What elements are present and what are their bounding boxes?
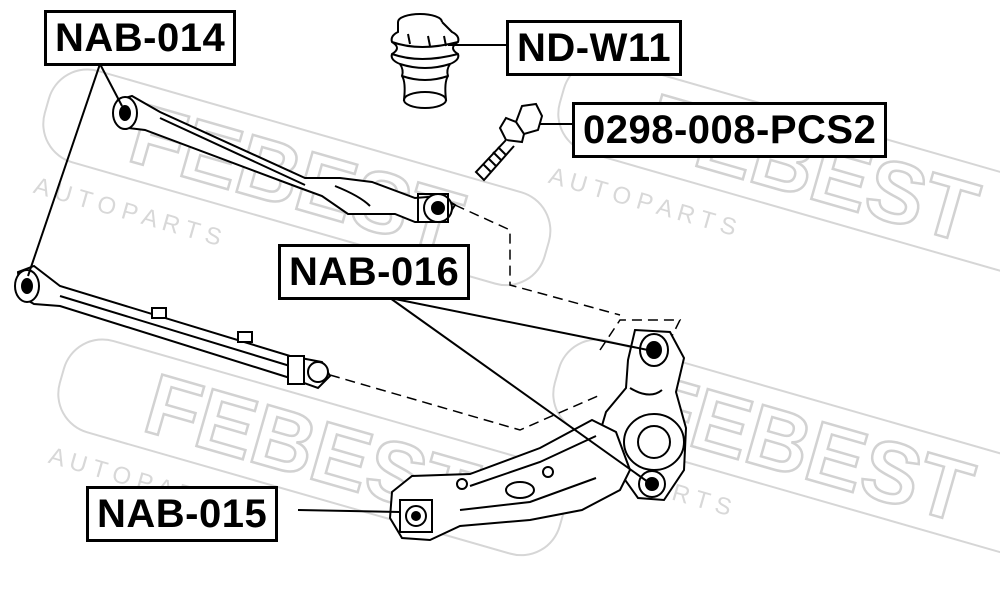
label-nab-016: NAB-016 bbox=[278, 244, 471, 300]
leader-nab014-upper bbox=[99, 63, 123, 107]
label-0298-008-pcs2: 0298-008-PCS2 bbox=[572, 102, 888, 158]
leader-nab015 bbox=[297, 509, 401, 513]
dashed-guide-upper bbox=[454, 204, 621, 316]
bump-stop-part bbox=[390, 13, 460, 109]
label-nab-014: NAB-014 bbox=[44, 10, 237, 66]
upper-control-arm-part bbox=[112, 94, 457, 223]
leader-nab016-lower bbox=[389, 297, 649, 483]
cam-bolt-part bbox=[474, 102, 544, 182]
lateral-link-part bbox=[14, 264, 332, 390]
leader-nab016-upper bbox=[389, 297, 649, 351]
leader-lines bbox=[27, 44, 649, 513]
watermark-frame bbox=[42, 68, 552, 287]
watermark-frame bbox=[57, 338, 567, 557]
label-nab-015: NAB-015 bbox=[86, 486, 279, 542]
leader-nab014-lower bbox=[27, 63, 101, 277]
lower-control-arm-part bbox=[388, 418, 632, 542]
label-nd-w11: ND-W11 bbox=[506, 20, 683, 76]
watermark-frame bbox=[552, 338, 1000, 557]
dashed-guide-middle bbox=[329, 374, 601, 431]
